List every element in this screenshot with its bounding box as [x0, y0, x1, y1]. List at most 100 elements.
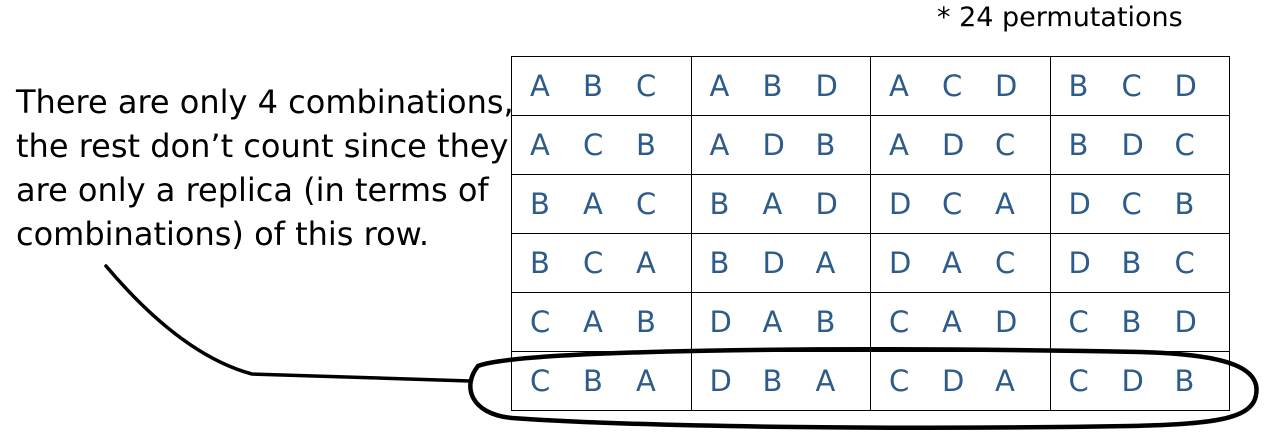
permutation-letter: B	[636, 128, 656, 162]
permutation-letter: C	[1174, 246, 1195, 280]
permutation-letter: B	[762, 364, 783, 398]
permutations-note: * 24 permutations	[937, 2, 1183, 33]
permutation-letter: C	[995, 128, 1016, 162]
permutation-letter: C	[1068, 305, 1089, 339]
permutation-letter: C	[583, 128, 604, 162]
explanation-line: combinations) of this row.	[16, 215, 430, 253]
permutation-letter: B	[583, 69, 603, 103]
permutation-letter: A	[530, 69, 550, 103]
permutation-letter: C	[1068, 364, 1089, 398]
permutation-letter: D	[762, 128, 785, 162]
permutation-letter: B	[1068, 128, 1089, 162]
permutation-letter: B	[636, 305, 656, 339]
permutation-letter: D	[1174, 305, 1197, 339]
permutation-letter: C	[942, 69, 963, 103]
permutation-letter: D	[762, 246, 785, 280]
explanation-text: There are only 4 combinations, the rest …	[16, 80, 514, 256]
permutation-letter: A	[762, 187, 783, 221]
permutation-letter: A	[815, 364, 836, 398]
permutation-letter: A	[815, 246, 836, 280]
permutation-letter: B	[1068, 69, 1089, 103]
permutation-letter: C	[636, 187, 657, 221]
permutation-letter: D	[889, 187, 912, 221]
permutation-letter: A	[889, 128, 909, 162]
permutation-letter: D	[942, 128, 965, 162]
permutation-letter: A	[709, 128, 730, 162]
permutation-letter: D	[1068, 187, 1091, 221]
permutation-letter: A	[889, 69, 909, 103]
permutation-letter: C	[636, 69, 657, 103]
explanation-line: the rest don’t count since they	[16, 127, 509, 165]
permutation-letter: D	[815, 187, 838, 221]
permutation-letter: B	[709, 187, 730, 221]
permutation-letter: D	[1068, 246, 1091, 280]
permutation-letter: A	[583, 187, 603, 221]
permutation-letter: D	[709, 364, 732, 398]
permutation-letter: B	[583, 364, 603, 398]
permutation-letter: D	[1174, 69, 1197, 103]
permutation-letter: B	[762, 69, 783, 103]
permutation-letter: C	[942, 187, 963, 221]
explanation-line: are only a replica (in terms of	[16, 171, 489, 209]
permutation-letter: C	[995, 246, 1016, 280]
permutation-letter: A	[709, 69, 730, 103]
permutation-letter: B	[1174, 364, 1195, 398]
permutation-letter: B	[709, 246, 730, 280]
permutation-letter: D	[1121, 364, 1144, 398]
permutation-letter: C	[1174, 128, 1195, 162]
permutation-letter: D	[942, 364, 965, 398]
permutation-letter: C	[889, 305, 910, 339]
permutation-letter: B	[1174, 187, 1195, 221]
permutation-letter: A	[942, 305, 962, 339]
permutation-letter: B	[530, 246, 550, 280]
permutation-letter: D	[889, 246, 912, 280]
permutation-letter: D	[995, 305, 1018, 339]
permutation-letter: A	[583, 305, 603, 339]
permutation-letter: D	[995, 69, 1018, 103]
connector-line	[104, 264, 472, 383]
permutation-letter: A	[636, 246, 656, 280]
